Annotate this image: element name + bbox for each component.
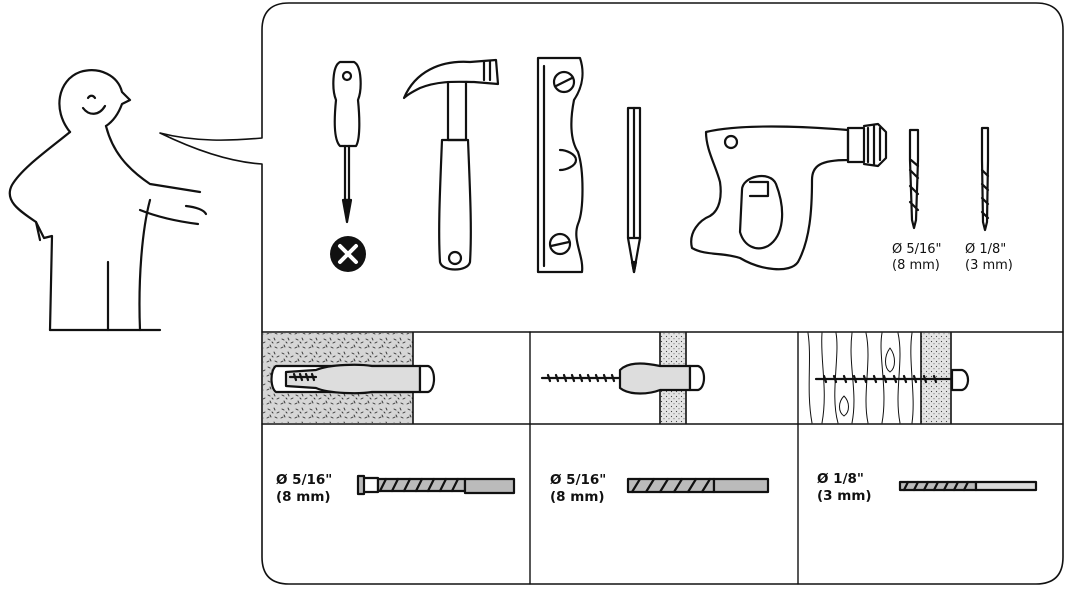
drill-bit-8mm-icon (908, 128, 920, 230)
bit-size-label: Ø 1/8" (3 mm) (965, 242, 1013, 274)
drill-size-mm: (8 mm) (550, 489, 605, 505)
bit-size-inch: Ø 5/16" (892, 242, 942, 257)
wood-drill-bit-icon (898, 480, 1038, 492)
concrete-wall-diagram (263, 332, 436, 424)
speech-bubble (159, 2, 1064, 585)
drill-size-inch: Ø 5/16" (550, 472, 607, 488)
panel-grid (261, 331, 1064, 585)
drill-size-inch: Ø 1/8" (817, 471, 864, 487)
panel-drill-size: Ø 1/8" (3 mm) (817, 471, 872, 505)
bit-size-inch: Ø 1/8" (965, 242, 1007, 257)
cross-prohibited-icon (330, 236, 366, 272)
hammer-icon (402, 58, 500, 271)
masonry-drill-bit-icon (356, 474, 516, 496)
bit-size-mm: (8 mm) (892, 258, 940, 273)
pencil-icon (626, 106, 642, 274)
spirit-level-icon (536, 56, 584, 274)
wood-stud-diagram (799, 332, 970, 424)
drywall-drill-bit-icon (626, 477, 770, 494)
drill-size-inch: Ø 5/16" (276, 472, 333, 488)
drill-size-mm: (8 mm) (276, 489, 331, 505)
power-drill-icon (690, 122, 888, 271)
panel-drill-size: Ø 5/16" (8 mm) (550, 472, 606, 506)
assembly-man-figure (8, 69, 208, 332)
bit-size-mm: (3 mm) (965, 258, 1013, 273)
bit-size-label: Ø 5/16" (8 mm) (892, 242, 942, 274)
drywall-diagram (540, 332, 706, 424)
panel-drill-size: Ø 5/16" (8 mm) (276, 472, 332, 506)
screwdriver-icon (332, 60, 362, 224)
drill-bit-3mm-icon (980, 126, 990, 232)
drill-size-mm: (3 mm) (817, 488, 872, 504)
